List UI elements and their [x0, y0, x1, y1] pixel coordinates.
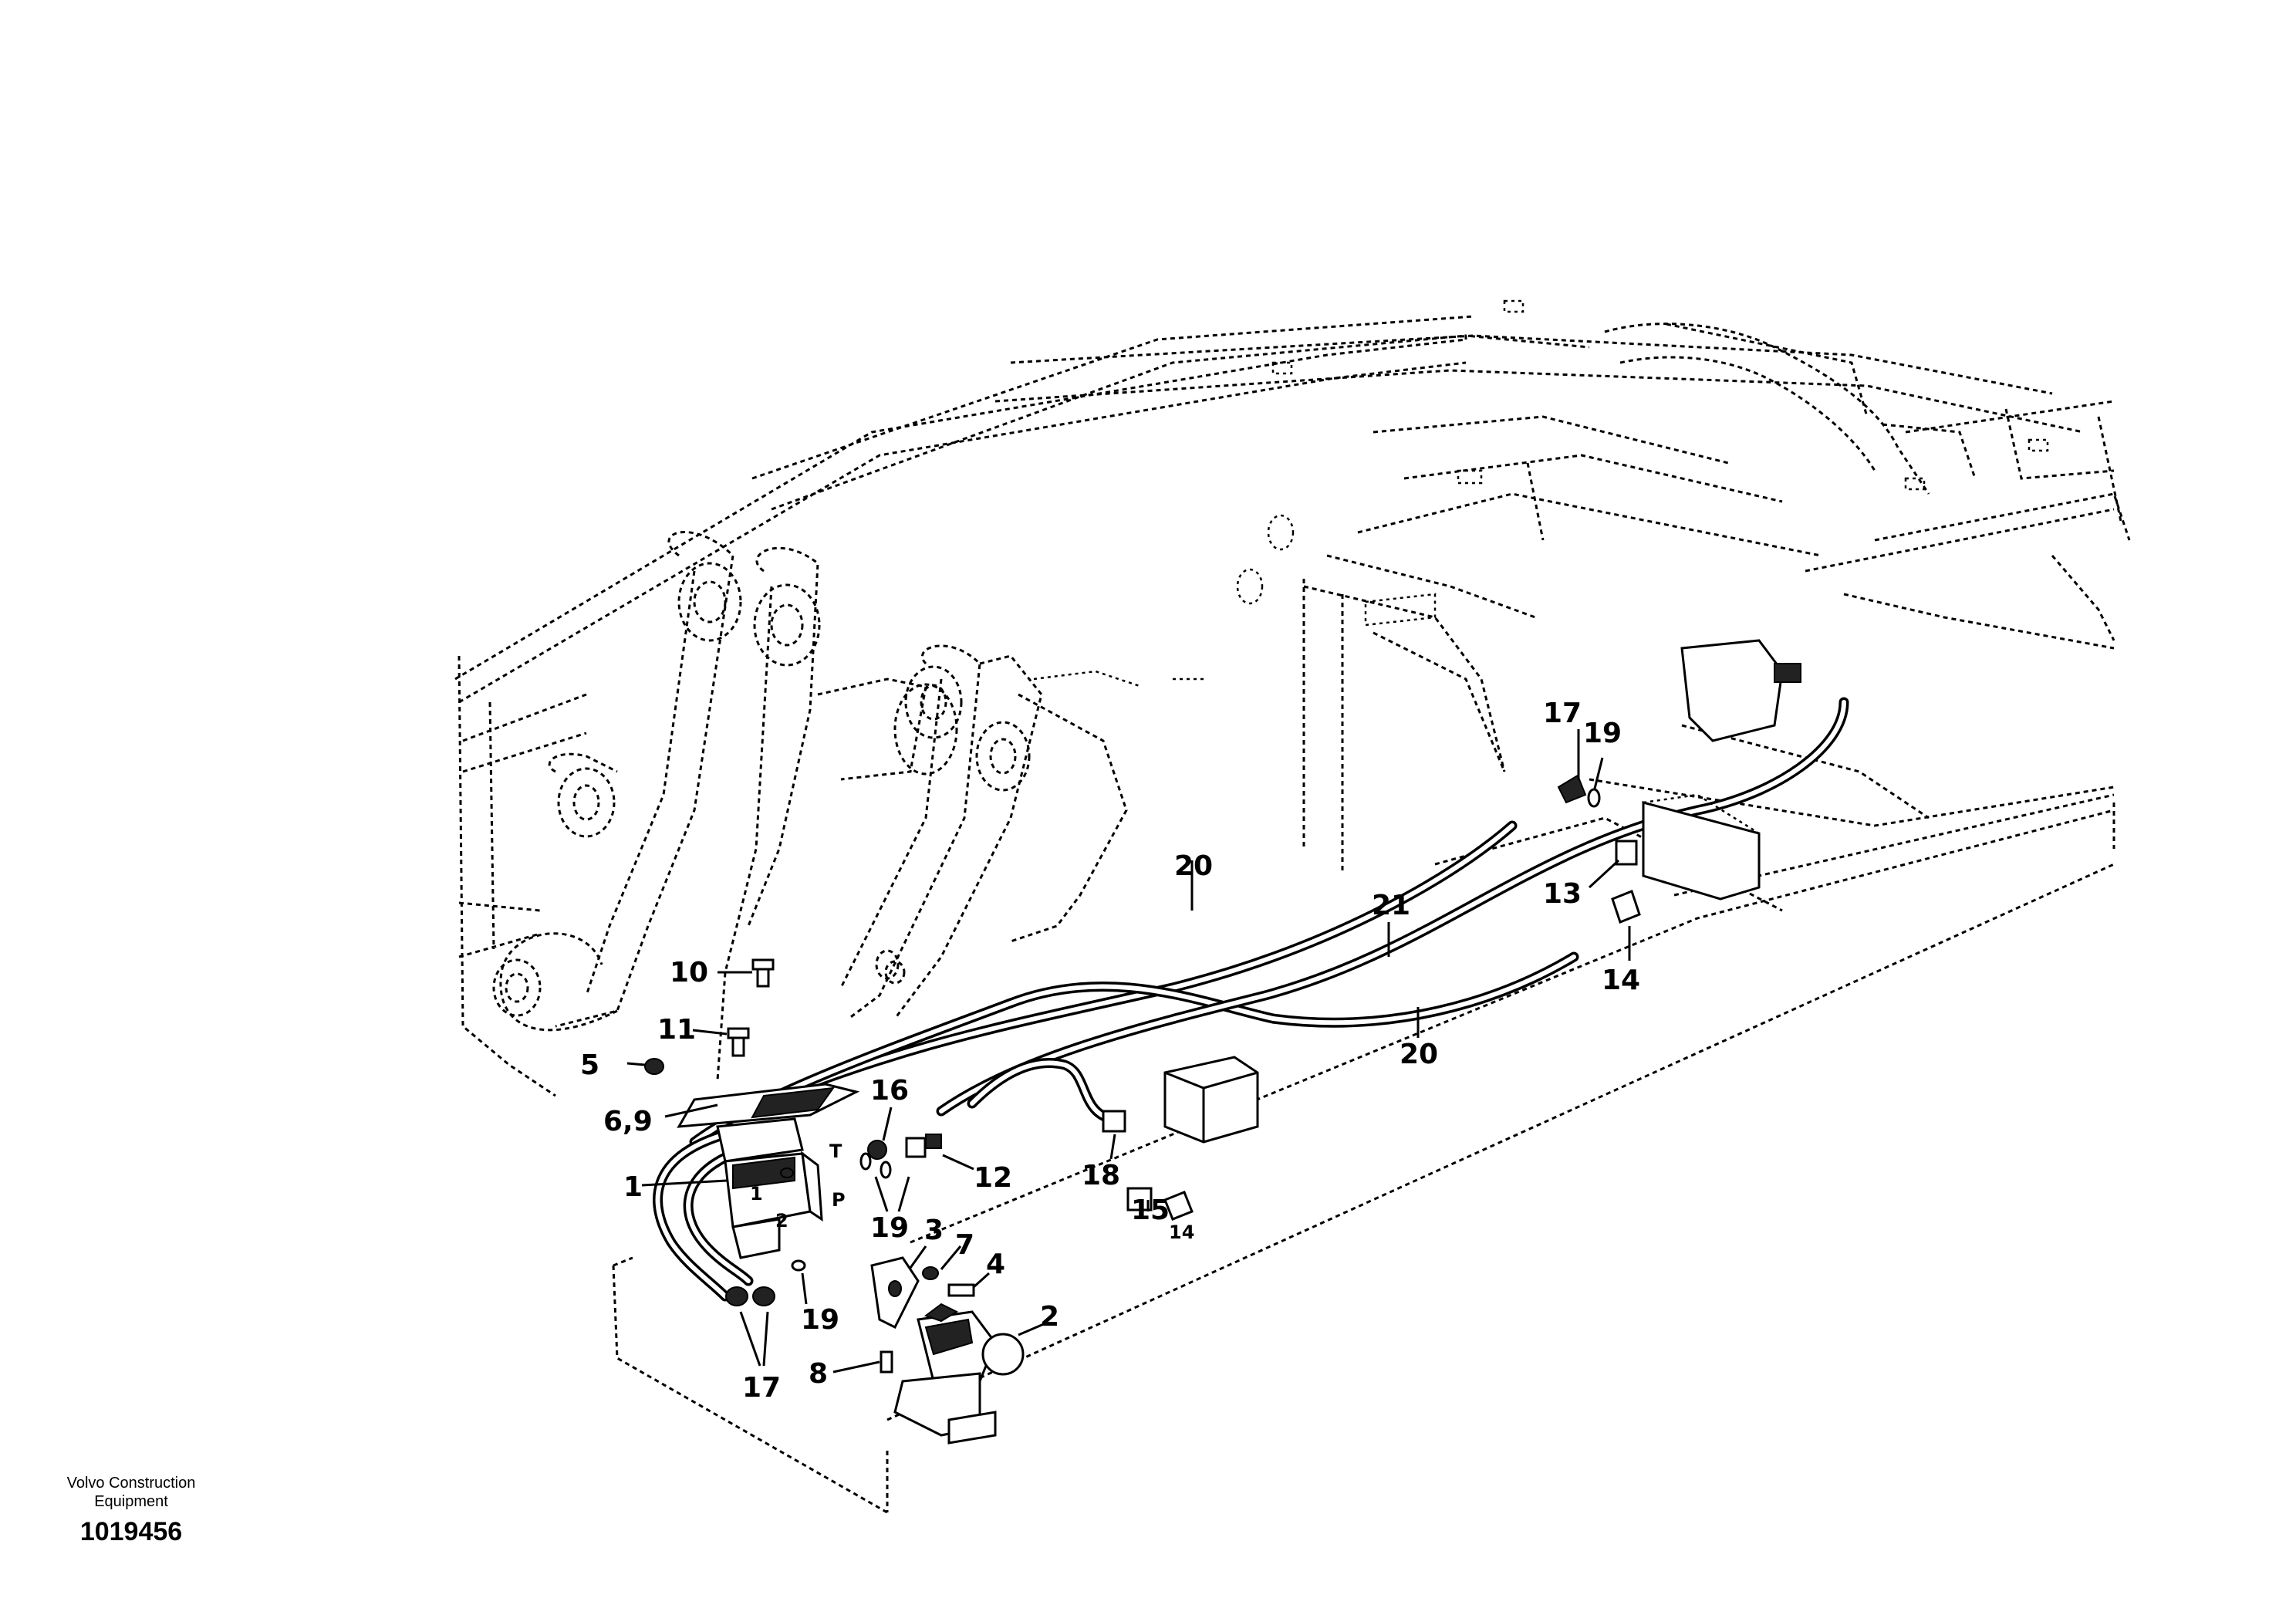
callout-15: 15 [1131, 1195, 1170, 1226]
callout-21: 21 [1372, 890, 1410, 921]
callout-17-lower: 17 [742, 1372, 781, 1404]
callout-12: 12 [974, 1162, 1012, 1194]
callout-labels: 10 11 5 6,9 1 16 12 19 3 7 4 2 8 19 17 1… [580, 698, 1640, 1404]
callout-20-upper: 20 [1174, 850, 1213, 882]
fittings [644, 639, 1801, 1374]
hose-18 [967, 1057, 1116, 1124]
upper-right-valve [1680, 639, 1784, 742]
callout-7: 7 [955, 1229, 974, 1261]
callout-11: 11 [657, 1014, 696, 1046]
hose-lines [653, 697, 1849, 1302]
callout-14-small: 14 [1169, 1222, 1194, 1243]
callout-2: 2 [1040, 1301, 1059, 1333]
control-block-right [1642, 801, 1761, 901]
port-labels: T P 2 1 14 [750, 1140, 1194, 1243]
port-t: T [829, 1140, 842, 1162]
callout-1: 1 [623, 1171, 643, 1203]
callout-16: 16 [870, 1075, 909, 1107]
callout-5: 5 [580, 1049, 599, 1081]
hose-20-lower [689, 951, 1579, 1147]
callout-17-upper: 17 [1543, 698, 1582, 729]
brand-name-line1: Volvo Construction [66, 1475, 196, 1492]
callout-19-center: 19 [870, 1212, 909, 1244]
callout-18: 18 [1082, 1160, 1120, 1191]
callout-19-upper: 19 [1583, 718, 1622, 749]
pedal-valve-assembly [677, 1083, 860, 1259]
callout-19-lower: 19 [801, 1304, 839, 1336]
port-1: 1 [750, 1183, 763, 1205]
brand-name-line2: Equipment [94, 1493, 168, 1510]
callout-20-lower: 20 [1400, 1039, 1438, 1070]
callout-8: 8 [809, 1358, 828, 1390]
callout-14-right: 14 [1602, 965, 1640, 996]
machine-frame [454, 299, 2131, 1514]
pilot-valve-assembly [870, 1256, 1025, 1445]
callout-6-9: 6,9 [603, 1106, 653, 1137]
callout-3: 3 [924, 1215, 944, 1246]
callout-10: 10 [670, 957, 708, 988]
callout-13: 13 [1543, 878, 1582, 910]
leader-lines [626, 729, 1631, 1374]
control-block-center [1163, 1056, 1259, 1144]
document-number: 1019456 [79, 1517, 183, 1546]
port-2: 2 [775, 1210, 788, 1232]
callout-4: 4 [986, 1249, 1005, 1280]
port-p: P [832, 1189, 846, 1211]
